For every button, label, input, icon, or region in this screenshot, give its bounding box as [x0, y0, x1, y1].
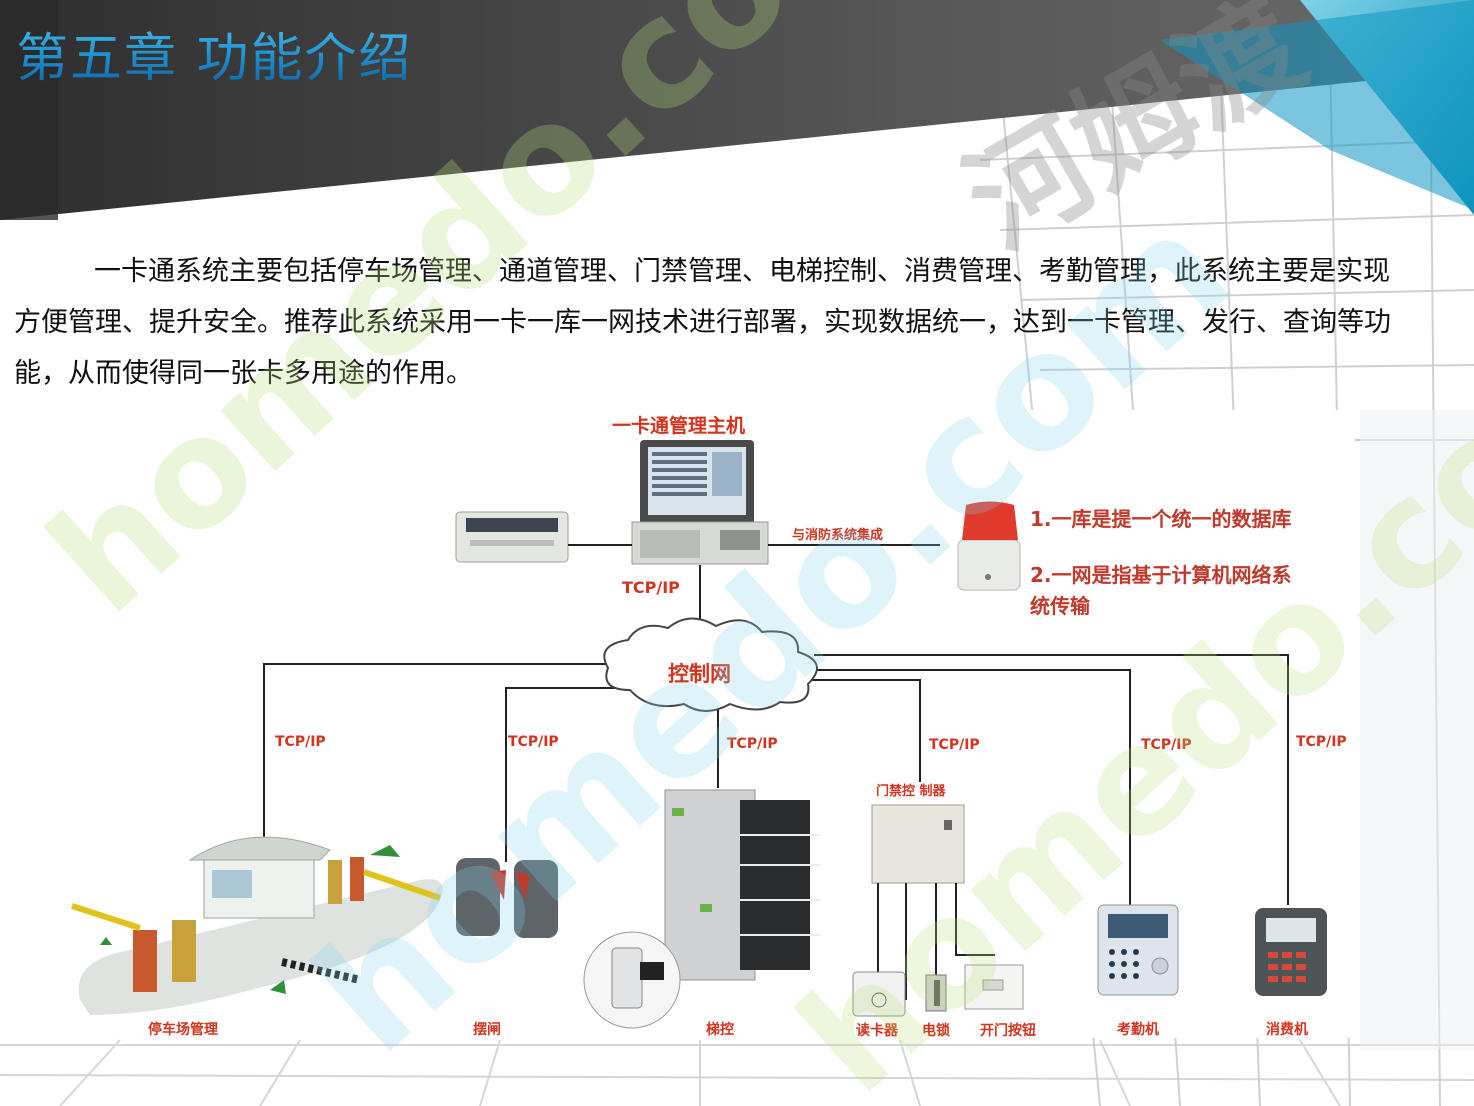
attendance-machine-icon [1097, 904, 1179, 996]
note-line-1: 1.一库是提一个统一的数据库 [1030, 507, 1292, 531]
electric-lock-icon [925, 974, 947, 1012]
device-label-elevator: 梯控 [706, 1021, 734, 1038]
device-label-attendance: 考勤机 [1117, 1021, 1159, 1038]
connection-lines [263, 544, 1289, 905]
device-label-gate: 摆闸 [473, 1021, 501, 1038]
turnstile-gate-icon [456, 858, 558, 938]
cloud-label: 控制网 [668, 662, 731, 686]
branch-protocol-elevator: TCP/IP [727, 736, 778, 752]
device-label-exit-button: 开门按钮 [980, 1022, 1036, 1039]
parking-lot-icon [71, 836, 443, 1015]
branch-protocol-attendance: TCP/IP [1141, 737, 1192, 753]
printer-icon [455, 511, 569, 563]
door-controller-label: 门禁控 制器 [876, 783, 947, 799]
host-computer-icon [631, 440, 769, 565]
building-grid-bottom [0, 1039, 1474, 1106]
branch-protocol-gate: TCP/IP [508, 734, 559, 750]
branch-protocol-pos: TCP/IP [1296, 734, 1347, 750]
fire-link-label: 与消防系统集成 [792, 527, 883, 543]
device-label-parking: 停车场管理 [148, 1021, 218, 1038]
card-reader-icon [852, 971, 906, 1017]
exit-button-icon [964, 964, 1024, 1010]
elevator-building-icon [583, 789, 820, 1029]
branch-protocol-parking: TCP/IP [275, 734, 326, 750]
host-protocol-label: TCP/IP [622, 578, 680, 597]
intro-paragraph-text: 一卡通系统主要包括停车场管理、通道管理、门禁管理、电梯控制、消费管理、考勤管理，… [14, 256, 1391, 389]
control-network-cloud-icon [603, 617, 818, 712]
branch-protocol-door: TCP/IP [929, 737, 980, 753]
device-label-lock: 电锁 [922, 1022, 950, 1039]
alarm-siren-icon [957, 501, 1021, 591]
note-line-2: 2.一网是指基于计算机网络系 [1030, 563, 1292, 587]
device-label-card-reader: 读卡器 [856, 1022, 899, 1039]
host-title: 一卡通管理主机 [612, 414, 745, 437]
slide-title: 第五章 功能介绍 [16, 16, 413, 91]
intro-paragraph: 一卡通系统主要包括停车场管理、通道管理、门禁管理、电梯控制、消费管理、考勤管理，… [14, 246, 1414, 399]
door-controller-icon [871, 804, 995, 1000]
device-label-pos: 消费机 [1266, 1021, 1308, 1038]
note-line-3: 统传输 [1030, 594, 1091, 618]
pos-machine-icon [1255, 908, 1327, 996]
